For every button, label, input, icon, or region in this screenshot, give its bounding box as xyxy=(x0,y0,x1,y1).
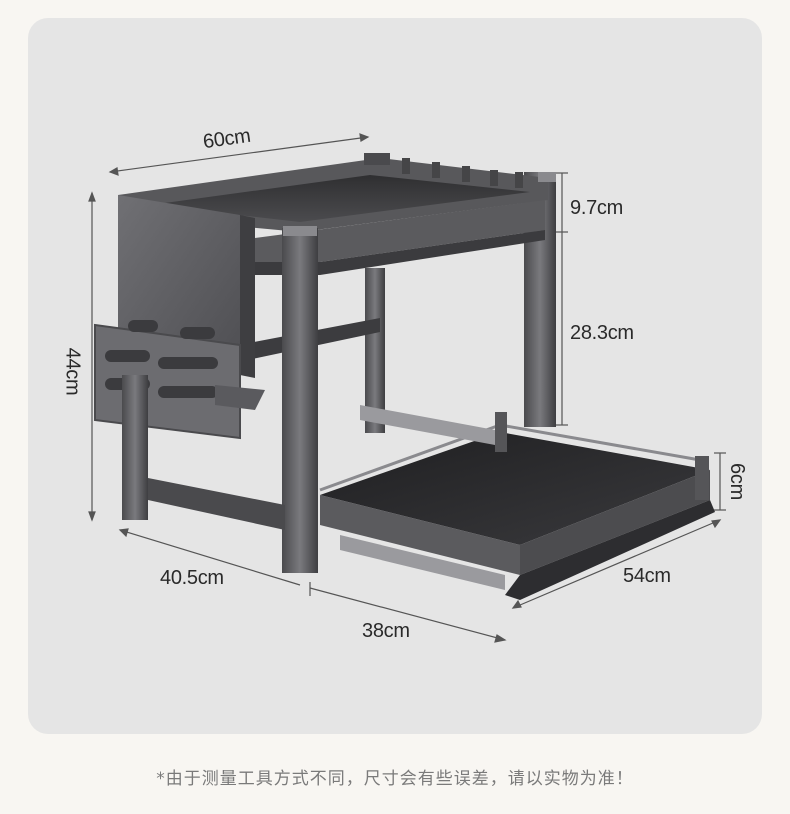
front-left-leg xyxy=(122,375,148,520)
dimension-drawer-height: 6cm xyxy=(725,463,748,500)
dimension-total-height: 44cm xyxy=(61,347,84,396)
dimension-middle-gap-height: 28.3cm xyxy=(570,322,634,344)
dimension-bottom-width: 38cm xyxy=(362,620,410,642)
dimension-left-depth: 40.5cm xyxy=(160,567,224,589)
back-left-leg xyxy=(365,268,385,433)
measurement-disclaimer: *由于测量工具方式不同，尺寸会有些误差，请以实物为准！ xyxy=(156,769,634,789)
pull-out-drawer xyxy=(319,405,715,600)
dimension-lines xyxy=(88,133,726,643)
dimension-top-tier-height: 9.7cm xyxy=(570,197,623,219)
side-board xyxy=(94,195,265,440)
dimension-drawer-depth: 54cm xyxy=(623,565,671,587)
front-right-leg xyxy=(282,228,318,573)
bottom-frame xyxy=(148,478,285,530)
post-cap xyxy=(364,153,390,165)
post-cap xyxy=(538,172,556,182)
post-cap xyxy=(283,226,317,236)
